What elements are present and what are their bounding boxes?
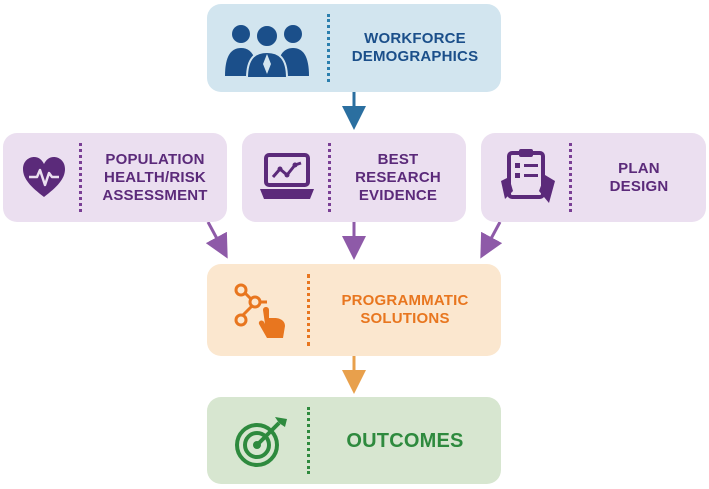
target-icon xyxy=(235,417,287,467)
people-icon xyxy=(225,24,309,78)
programmatic-solutions-node: PROGRAMMATIC SOLUTIONS xyxy=(207,264,501,356)
plan-design-label: PLAN DESIGN xyxy=(609,159,669,195)
best-research-evidence-node: BEST RESEARCH EVIDENCE xyxy=(242,133,466,222)
plan-design-node: PLAN DESIGN xyxy=(481,133,706,222)
dotted-divider xyxy=(79,143,82,212)
heart-pulse-icon xyxy=(23,157,65,197)
workforce-demographics-label: WORKFORCE DEMOGRAPHICS xyxy=(351,30,479,65)
dotted-divider xyxy=(327,14,330,82)
laptop-chart-icon xyxy=(260,153,314,199)
clipboard-icon xyxy=(501,149,555,203)
arrow-plan-to-programmatic xyxy=(480,221,503,259)
dotted-divider xyxy=(307,407,310,474)
arrow-population-to-programmatic xyxy=(205,221,228,259)
workforce-demographics-node: WORKFORCE DEMOGRAPHICS xyxy=(207,4,501,92)
touch-network-icon xyxy=(234,283,285,338)
population-health-label: POPULATION HEALTH/RISK ASSESSMENT xyxy=(102,150,208,204)
outcomes-label: OUTCOMES xyxy=(346,429,464,452)
best-research-evidence-label: BEST RESEARCH EVIDENCE xyxy=(355,150,441,204)
population-health-node: POPULATION HEALTH/RISK ASSESSMENT xyxy=(3,133,227,222)
outcomes-node: OUTCOMES xyxy=(207,397,501,484)
dotted-divider xyxy=(569,143,572,212)
dotted-divider xyxy=(307,274,310,346)
programmatic-solutions-label: PROGRAMMATIC SOLUTIONS xyxy=(341,292,469,327)
dotted-divider xyxy=(328,143,331,212)
